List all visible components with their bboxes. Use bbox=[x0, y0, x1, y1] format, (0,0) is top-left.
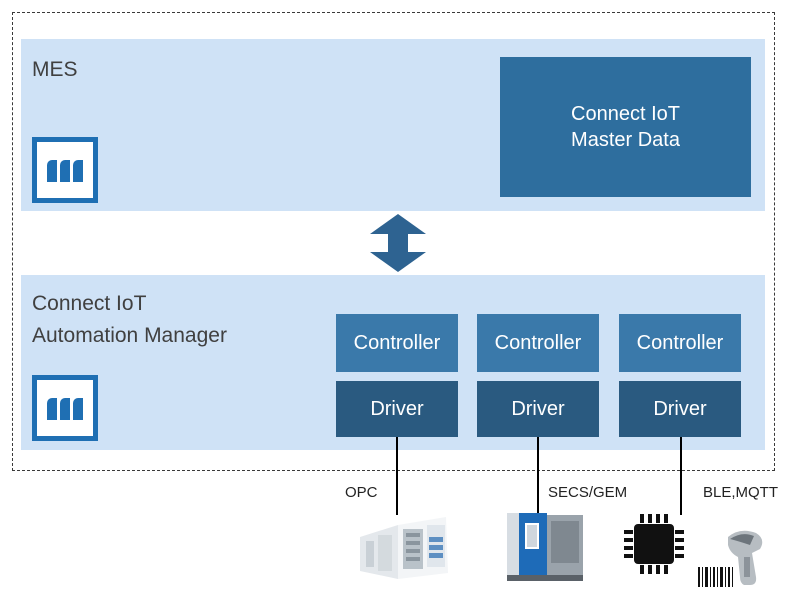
automation-manager-title-line1: Connect IoT bbox=[32, 292, 147, 315]
system-boundary bbox=[12, 12, 775, 471]
driver-box-2: Driver bbox=[477, 381, 599, 437]
controller-box-1: Controller bbox=[336, 314, 458, 372]
controller-box-3: Controller bbox=[619, 314, 741, 372]
secs-gem-machine-icon bbox=[507, 513, 583, 581]
connection-line-opc bbox=[396, 437, 398, 515]
master-data-line1: Connect IoT bbox=[571, 103, 680, 125]
protocol-label-secs-gem: SECS/GEM bbox=[548, 484, 628, 501]
protocol-label-ble-mqtt: BLE,MQTT bbox=[703, 484, 779, 501]
connection-line-ble-mqtt bbox=[680, 437, 682, 515]
connection-line-secs-gem bbox=[537, 437, 539, 517]
automation-manager-logo-icon bbox=[32, 375, 98, 441]
driver-box-3: Driver bbox=[619, 381, 741, 437]
barcode-scanner-icon bbox=[698, 530, 763, 587]
controller-box-2: Controller bbox=[477, 314, 599, 372]
mes-title: MES bbox=[32, 58, 78, 81]
opc-machine-icon bbox=[360, 517, 448, 579]
chip-icon bbox=[624, 514, 684, 574]
automation-manager-title-line2: Automation Manager bbox=[32, 324, 227, 347]
master-data-box: Connect IoT Master Data bbox=[500, 57, 751, 197]
driver-box-1: Driver bbox=[336, 381, 458, 437]
mes-logo-icon bbox=[32, 137, 98, 203]
protocol-label-opc: OPC bbox=[345, 484, 378, 501]
master-data-line2: Master Data bbox=[571, 129, 680, 151]
double-arrow-icon bbox=[370, 214, 426, 272]
